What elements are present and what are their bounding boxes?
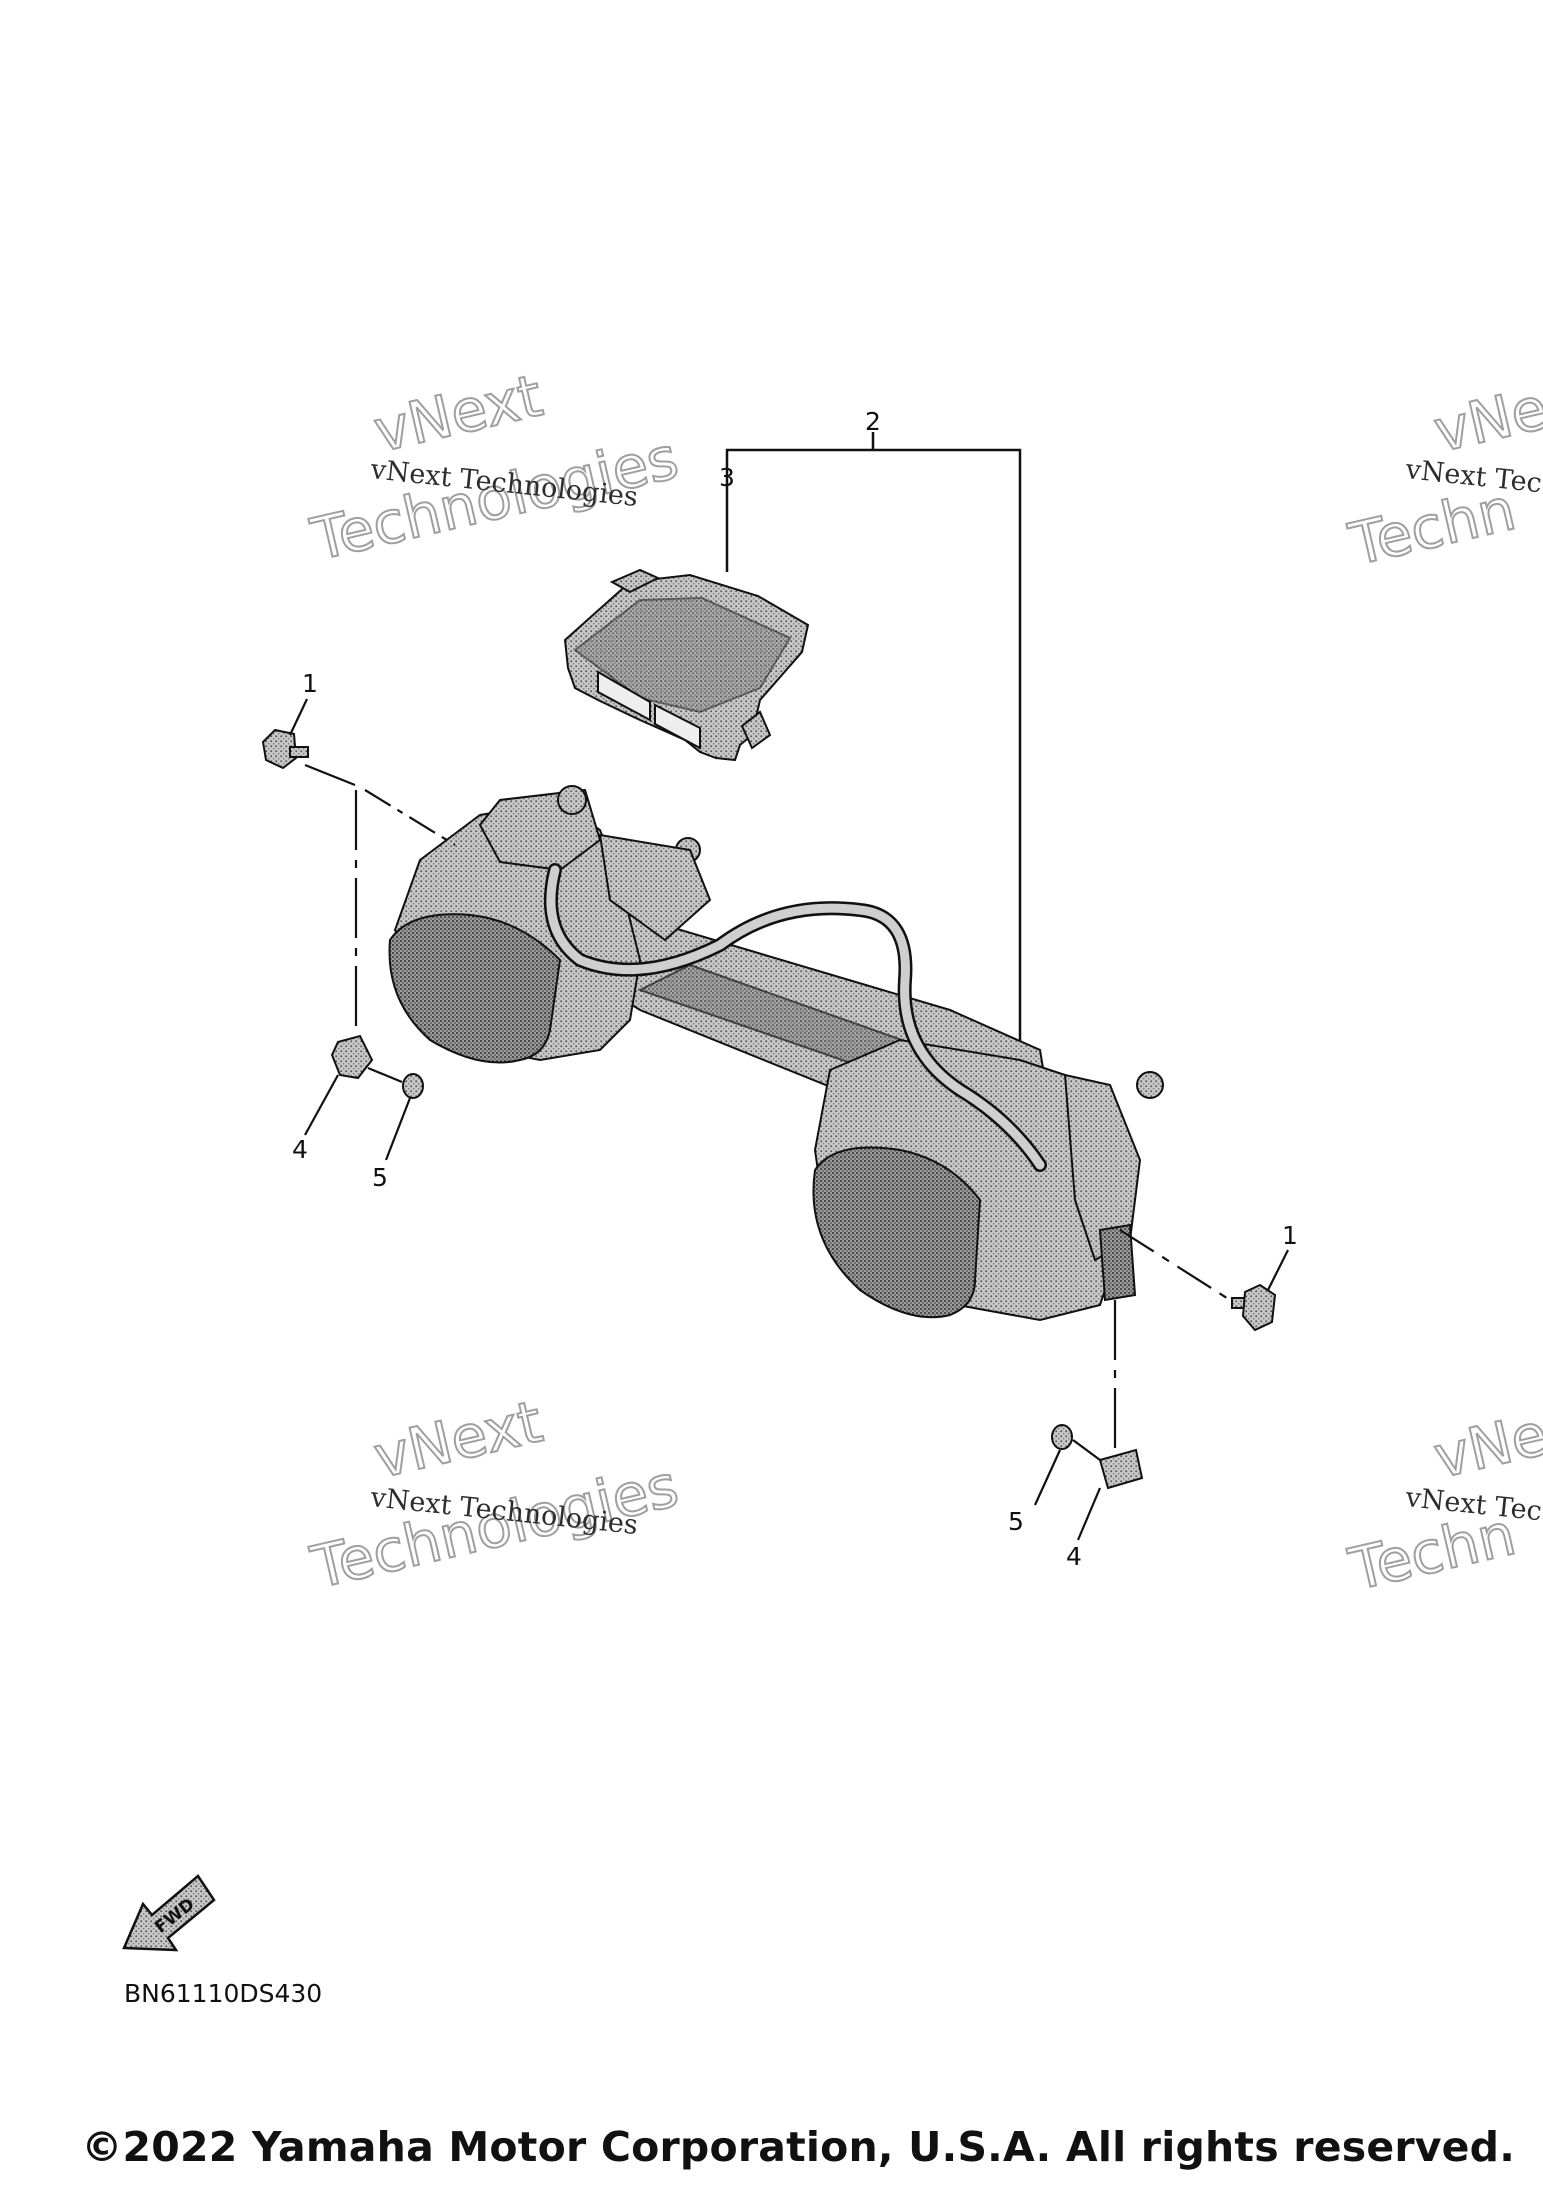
fwd-arrow-icon: FWD [122, 1874, 216, 1952]
watermark-big-line1-clipped: vNe [1428, 1400, 1543, 1492]
watermark-top-right: vNe Techn vNext Tec [1342, 373, 1543, 580]
copyright-footer: ©2022 Yamaha Motor Corporation, U.S.A. A… [0, 2123, 1543, 2171]
control-unit-part-3 [563, 568, 810, 762]
bolt-part-1-left [261, 728, 309, 770]
watermark-bottom-left: vNext Technologies vNext Technologies [304, 1386, 685, 1603]
watermark-big-line1: vNext [368, 1387, 548, 1491]
nut-part-4-right [1098, 1448, 1144, 1490]
bolt-part-1-right [1231, 1283, 1277, 1332]
watermark-bottom-right: vNe Techn vNext Tec [1342, 1399, 1543, 1605]
callout-3: 3 [719, 463, 735, 492]
diagram-code: BN61110DS430 [124, 1979, 322, 2008]
callouts: 2 3 1 4 5 1 5 4 [292, 407, 1298, 1571]
callout-5-left: 5 [372, 1163, 388, 1192]
callout-4-left: 4 [292, 1135, 308, 1164]
bracket-part-2 [725, 432, 1022, 1060]
watermark-big-line1: vNext [368, 361, 548, 465]
wire-harness [543, 863, 1047, 1172]
callout-1-right: 1 [1282, 1221, 1298, 1250]
callout-4-right: 4 [1066, 1542, 1082, 1571]
headlight-assembly [388, 785, 1164, 1322]
leader-lines [289, 698, 1289, 1541]
callout-1-left: 1 [302, 669, 318, 698]
copyright-text: ©2022 Yamaha Motor Corporation, U.S.A. A… [81, 2123, 1515, 2171]
nut-part-4-left [330, 1034, 374, 1080]
callout-2: 2 [865, 407, 881, 436]
washer-part-5-left [402, 1073, 424, 1099]
watermark-big-line1-clipped: vNe [1428, 374, 1543, 466]
watermark-top-left: vNext Technologies vNext Technologies [304, 360, 685, 575]
washer-part-5-right [1051, 1424, 1073, 1450]
callout-5-right: 5 [1008, 1507, 1024, 1536]
